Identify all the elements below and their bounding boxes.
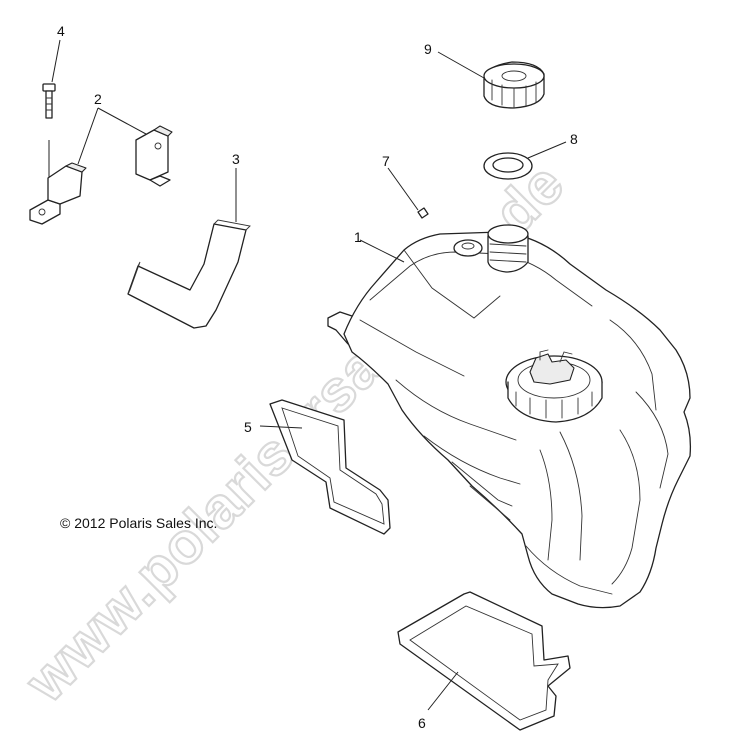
part-fuel-tank xyxy=(327,224,692,609)
callout-labels: 1 2 3 4 5 6 7 8 9 xyxy=(57,23,578,731)
callout-1: 1 xyxy=(354,229,362,245)
part-gasket xyxy=(483,152,533,180)
callout-5: 5 xyxy=(244,419,252,435)
part-flat-pad xyxy=(269,399,391,535)
part-l-pad xyxy=(127,219,251,329)
callout-4: 4 xyxy=(57,23,65,39)
part-pin xyxy=(417,207,429,219)
part-bolt xyxy=(42,83,56,178)
callout-3: 3 xyxy=(232,151,240,167)
copyright-text: © 2012 Polaris Sales Inc. xyxy=(60,515,217,531)
callout-6: 6 xyxy=(418,715,426,731)
part-bottom-pad xyxy=(397,591,571,731)
part-brackets xyxy=(29,125,173,225)
callout-9: 9 xyxy=(424,41,432,57)
part-fuel-cap xyxy=(483,61,545,109)
callout-7: 7 xyxy=(382,153,390,169)
callout-8: 8 xyxy=(570,131,578,147)
callout-2: 2 xyxy=(94,91,102,107)
leader-lines xyxy=(51,39,567,711)
